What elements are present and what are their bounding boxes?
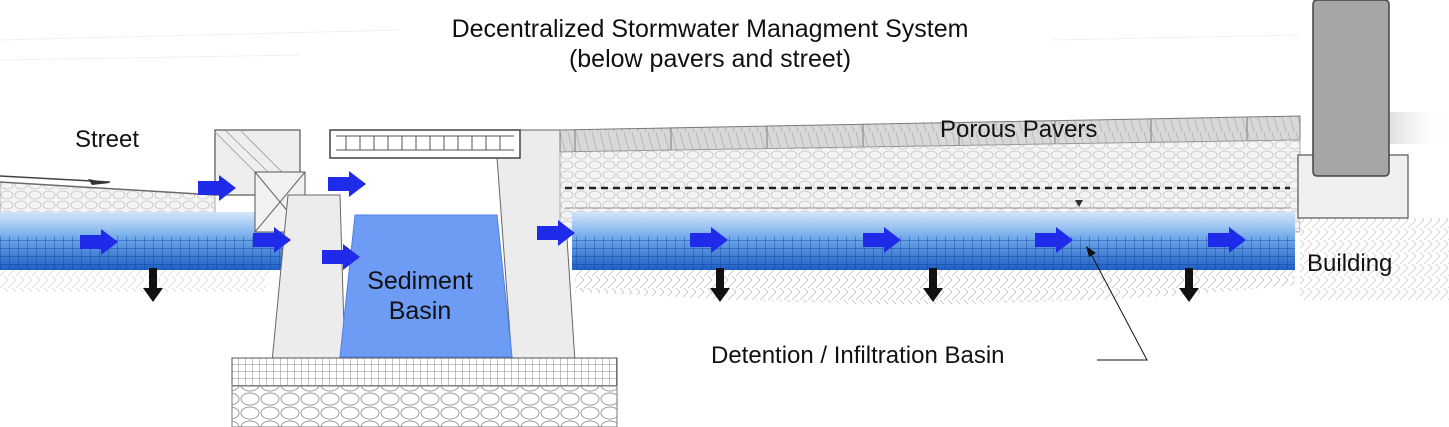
flow-arrow-icon xyxy=(80,229,118,255)
infiltration-arrow-icon xyxy=(1179,268,1199,302)
paver-section xyxy=(559,115,1301,233)
subgrade-earth xyxy=(0,218,1449,305)
building-structure xyxy=(1297,0,1449,219)
detention-leader-line xyxy=(1086,246,1148,361)
detention-basin-label: Detention / Infiltration Basin xyxy=(711,342,1005,369)
street-section xyxy=(0,175,216,216)
flow-arrow-icon xyxy=(863,227,901,253)
flow-arrow-icon xyxy=(198,175,236,201)
sediment-basin-label: Sediment Basin xyxy=(340,266,500,326)
title-line-1: Decentralized Stormwater Managment Syste… xyxy=(451,15,969,43)
street-water-layer xyxy=(0,212,290,270)
flow-arrow-icon xyxy=(537,220,575,246)
flow-arrow-icon xyxy=(1208,227,1246,253)
flow-arrow-icon xyxy=(1035,227,1073,253)
infiltration-arrow-icon xyxy=(710,268,730,302)
sediment-label-line-2: Basin xyxy=(388,297,452,325)
flow-arrow-icon xyxy=(322,244,360,270)
sediment-basin-walls xyxy=(231,129,618,427)
building-label: Building xyxy=(1307,250,1393,277)
infiltration-arrow-icon xyxy=(143,268,163,302)
diagram-title: Decentralized Stormwater Managment Syste… xyxy=(330,14,1090,74)
flow-arrows xyxy=(80,171,1246,270)
sediment-basin-water xyxy=(339,214,513,358)
flow-arrow-icon xyxy=(690,227,728,253)
sediment-label-line-1: Sediment xyxy=(367,267,473,295)
detention-water-layer xyxy=(572,212,1295,270)
porous-pavers-label: Porous Pavers xyxy=(940,116,1098,143)
infiltration-arrows xyxy=(143,268,1199,302)
street-label: Street xyxy=(75,126,140,153)
title-line-2: (below pavers and street) xyxy=(568,45,852,73)
infiltration-arrow-icon xyxy=(923,268,943,302)
background-sketch xyxy=(0,29,1301,61)
flow-arrow-icon xyxy=(328,171,366,197)
flow-arrow-icon xyxy=(253,227,291,253)
